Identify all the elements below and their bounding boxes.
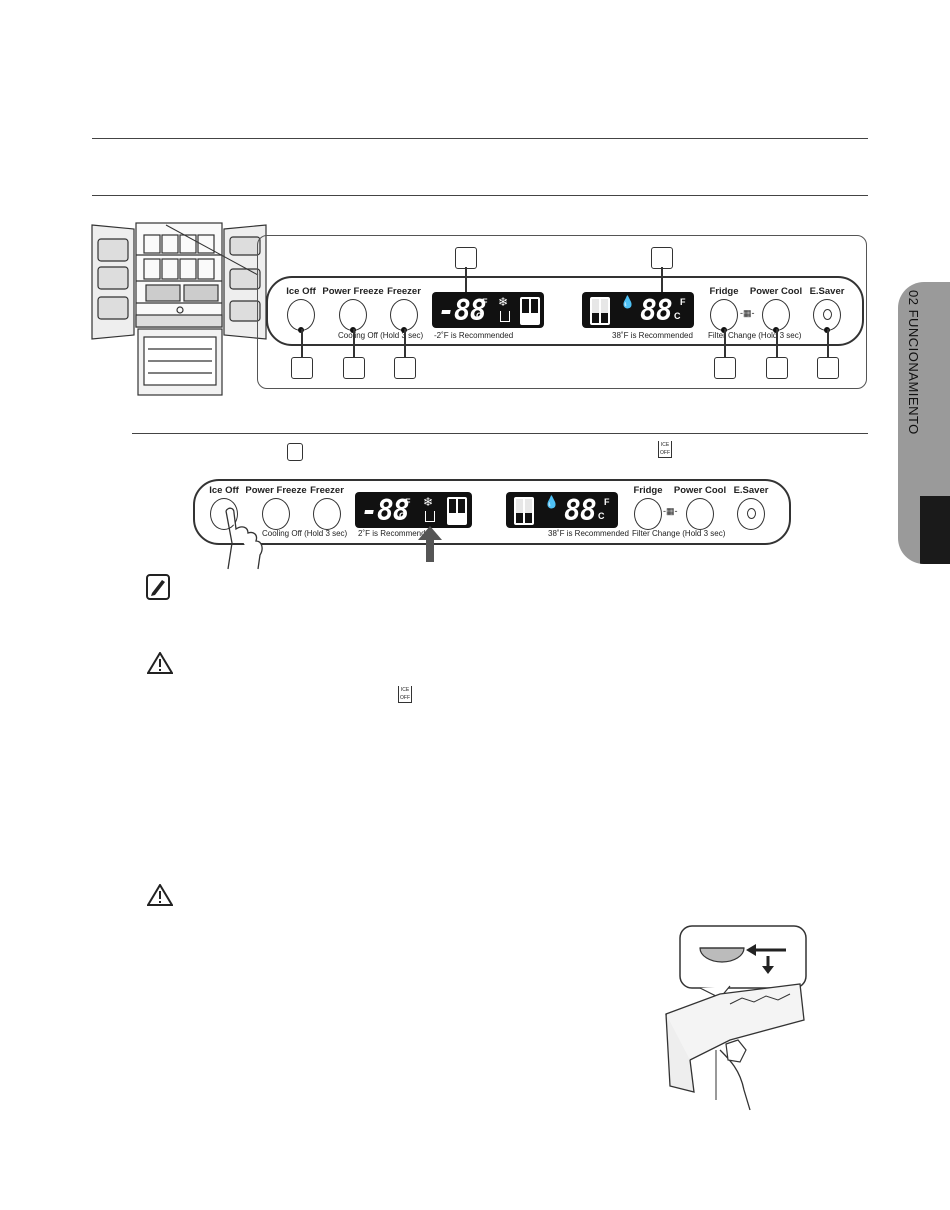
note-icon — [146, 574, 170, 600]
ice-maker-illustration — [665, 925, 807, 1111]
top-power-cool-button[interactable] — [762, 299, 790, 333]
bottom-cooling-off-label: Cooling Off (Hold 3 sec) — [262, 529, 348, 538]
chapter-tab-marker — [920, 496, 950, 564]
warning-icon-2 — [147, 884, 173, 906]
bottom-fridge-label: Fridge — [633, 485, 663, 496]
top-freezer-unit-c: C — [476, 311, 483, 321]
bottom-freezer-recommend: 2˚F is Recommendr... — [358, 529, 435, 538]
top-fridge-button[interactable] — [710, 299, 738, 333]
bottom-fridge-display: 💧 88 F C — [506, 492, 618, 528]
top-fridge-display: 💧 88 F C — [582, 292, 694, 328]
top-freezer-recommend: -2˚F is Recommended — [434, 331, 514, 340]
bottom-power-cool-button[interactable] — [686, 498, 714, 530]
top-fridge-unit-f: F — [680, 297, 686, 307]
bottom-freezer-display: -88 F C ❄ — [355, 492, 472, 528]
top-esaver-button[interactable] — [813, 299, 841, 333]
callout-freezer — [394, 357, 416, 379]
top-freezer-label: Freezer — [387, 286, 421, 297]
top-freezer-display: -88 F C ❄ — [432, 292, 544, 328]
top-freezer-door-icon — [520, 297, 540, 325]
bottom-freezer-snowflake-icon: ❄ — [423, 495, 434, 509]
bottom-fridge-unit-c: C — [598, 511, 605, 521]
hand-illustration — [225, 507, 263, 570]
bottom-esaver-button[interactable] — [737, 498, 765, 530]
control-panel-frame — [257, 235, 867, 389]
bottom-fridge-unit-f: F — [604, 497, 610, 507]
bottom-freezer-label: Freezer — [310, 485, 344, 496]
top-ice-off-button[interactable] — [287, 299, 315, 333]
top-esaver-label: E.Saver — [809, 286, 845, 297]
top-fridge-door-icon — [590, 297, 610, 325]
bottom-ice-off-indicator-icon — [425, 511, 435, 522]
bottom-fridge-recommend: 38˚F is Recommended — [548, 529, 629, 538]
section-callout-ice-off — [287, 443, 303, 461]
top-fridge-unit-c: C — [674, 311, 681, 321]
top-cooling-off-label: Cooling Off (Hold 3 sec) — [338, 331, 424, 340]
callout-ice-off — [291, 357, 313, 379]
top-water-drop-icon: 💧 — [620, 295, 635, 309]
callout-power-cool — [766, 357, 788, 379]
top-fridge-recommend: 38˚F is Recommended — [612, 331, 693, 340]
top-filter-change-label: Filter Change (Hold 3 sec) — [708, 331, 802, 340]
top-freezer-digits: -88 — [438, 294, 487, 327]
section-rule — [132, 433, 868, 434]
bottom-power-freeze-label: Power Freeze — [245, 485, 307, 496]
callout-fridge-display — [651, 247, 673, 269]
top-filter-icon: -▦- — [740, 308, 755, 318]
top-power-freeze-label: Power Freeze — [322, 286, 384, 297]
top-ice-off-label: Ice Off — [286, 286, 316, 297]
bottom-freezer-button[interactable] — [313, 498, 341, 530]
top-freezer-snowflake-icon: ❄ — [498, 295, 509, 309]
top-power-cool-label: Power Cool — [749, 286, 803, 297]
bottom-fridge-door-icon — [514, 497, 534, 525]
chapter-tab: 02 FUNCIONAMIENTO — [898, 282, 950, 564]
bottom-fridge-button[interactable] — [634, 498, 662, 530]
callout-fridge — [714, 357, 736, 379]
bottom-freezer-digits: -88 — [361, 494, 410, 527]
bottom-ice-off-button[interactable] — [210, 498, 238, 530]
header-rule-bottom — [92, 195, 868, 196]
bottom-freezer-unit-f: F — [405, 497, 411, 507]
bottom-power-freeze-button[interactable] — [262, 498, 290, 530]
callout-freezer-display — [455, 247, 477, 269]
inline-ice-off-icon: ICE OFF — [398, 686, 412, 703]
bottom-filter-change-label: Filter Change (Hold 3 sec) — [632, 529, 726, 538]
top-ice-off-indicator-icon — [500, 311, 510, 322]
indicator-arrow — [418, 526, 442, 562]
chapter-tab-label: 02 FUNCIONAMIENTO — [906, 290, 922, 435]
top-freezer-button[interactable] — [390, 299, 418, 333]
callout-power-freeze — [343, 357, 365, 379]
section-ice-off-icon: ICE OFF — [658, 441, 672, 458]
warning-icon — [147, 652, 173, 674]
bottom-freezer-unit-c: C — [399, 511, 406, 521]
bottom-esaver-label: E.Saver — [733, 485, 769, 496]
callout-esaver — [817, 357, 839, 379]
bottom-water-drop-icon: 💧 — [544, 495, 559, 509]
bottom-filter-icon: -▦- — [663, 506, 678, 516]
bottom-fridge-digits: 88 — [564, 494, 597, 527]
top-power-freeze-button[interactable] — [339, 299, 367, 333]
bottom-freezer-door-icon — [447, 497, 467, 525]
fridge-illustration — [91, 222, 267, 396]
top-fridge-label: Fridge — [709, 286, 739, 297]
bottom-ice-off-label: Ice Off — [209, 485, 239, 496]
header-rule-top — [92, 138, 868, 139]
bottom-power-cool-label: Power Cool — [673, 485, 727, 496]
top-freezer-unit-f: F — [482, 297, 488, 307]
top-fridge-digits: 88 — [640, 294, 673, 327]
